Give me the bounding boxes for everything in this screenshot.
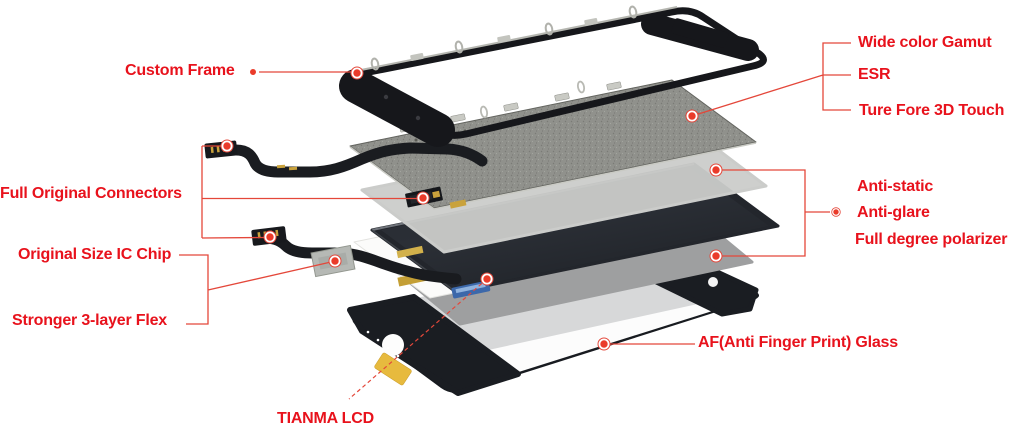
marker-dot-polarizer (709, 249, 723, 263)
label-custom-frame: Custom Frame (125, 62, 235, 79)
top-flex-ribbon (230, 142, 488, 178)
label-esr: ESR (858, 66, 891, 83)
bottom-flex-ribbon (252, 232, 462, 285)
frame-clips (370, 5, 638, 71)
marker-dot-af-glass (597, 337, 611, 351)
label-anti-static: Anti-static (857, 178, 934, 195)
label-wide-color-gamut: Wide color Gamut (858, 34, 992, 51)
home-button-hole (382, 334, 404, 356)
marker-dot-tianma (480, 272, 494, 286)
label-anti-glare: Anti-glare (857, 204, 930, 221)
leader-gamut-bracket (691, 42, 851, 117)
marker-dots (220, 66, 841, 351)
label-stronger-3-layer-flex: Stronger 3-layer Flex (12, 312, 167, 329)
label-full-degree-polarizer: Full degree polarizer (855, 231, 1008, 248)
esr-backplate-layer (349, 79, 757, 210)
marker-dot-connector-top (220, 139, 234, 153)
backplate-body (349, 79, 757, 209)
digitizer-flex-tab (374, 352, 412, 386)
frame-metal-strip (355, 6, 678, 72)
glass-chin-bezel (347, 294, 521, 396)
dot-custom-frame-text (250, 69, 256, 75)
lcd-gold-strip (396, 245, 424, 259)
display-frame-layer (339, 5, 767, 147)
top-flex-gold-marks (276, 164, 298, 171)
frame-camera-bracket (671, 18, 729, 48)
marker-dot-esr (685, 109, 699, 123)
frame-screw-hole (383, 94, 389, 100)
leader-connectors-bracket (201, 145, 418, 239)
label-full-original-connectors: Full Original Connectors (0, 185, 182, 202)
leader-tianma (348, 278, 488, 400)
label-af-glass: AF(Anti Finger Print) Glass (698, 334, 898, 351)
label-ture-fore-3d-touch: Ture Fore 3D Touch (859, 102, 1005, 119)
leader-anti-bracket (722, 169, 830, 257)
frame-screw-hole (415, 115, 421, 121)
label-tianma-lcd: TIANMA LCD (277, 410, 374, 427)
frame-chin (339, 69, 455, 147)
marker-dot-connector-bottom (263, 230, 277, 244)
backplate-gold-contacts (449, 199, 467, 209)
camera-hole (708, 277, 718, 287)
marker-dot-anti-static (709, 163, 723, 177)
leader-ic-flex-bracket (179, 254, 332, 325)
marker-dot-ic-chip (328, 254, 342, 268)
marker-dot-anti-glare (831, 207, 841, 217)
marker-dot-frame (350, 66, 364, 80)
backplate-rim (349, 142, 757, 210)
digitizer-contacts (366, 330, 400, 358)
marker-dot-connector-mid (416, 191, 430, 205)
label-original-size-ic-chip: Original Size IC Chip (18, 246, 172, 263)
leader-lines (179, 42, 851, 400)
